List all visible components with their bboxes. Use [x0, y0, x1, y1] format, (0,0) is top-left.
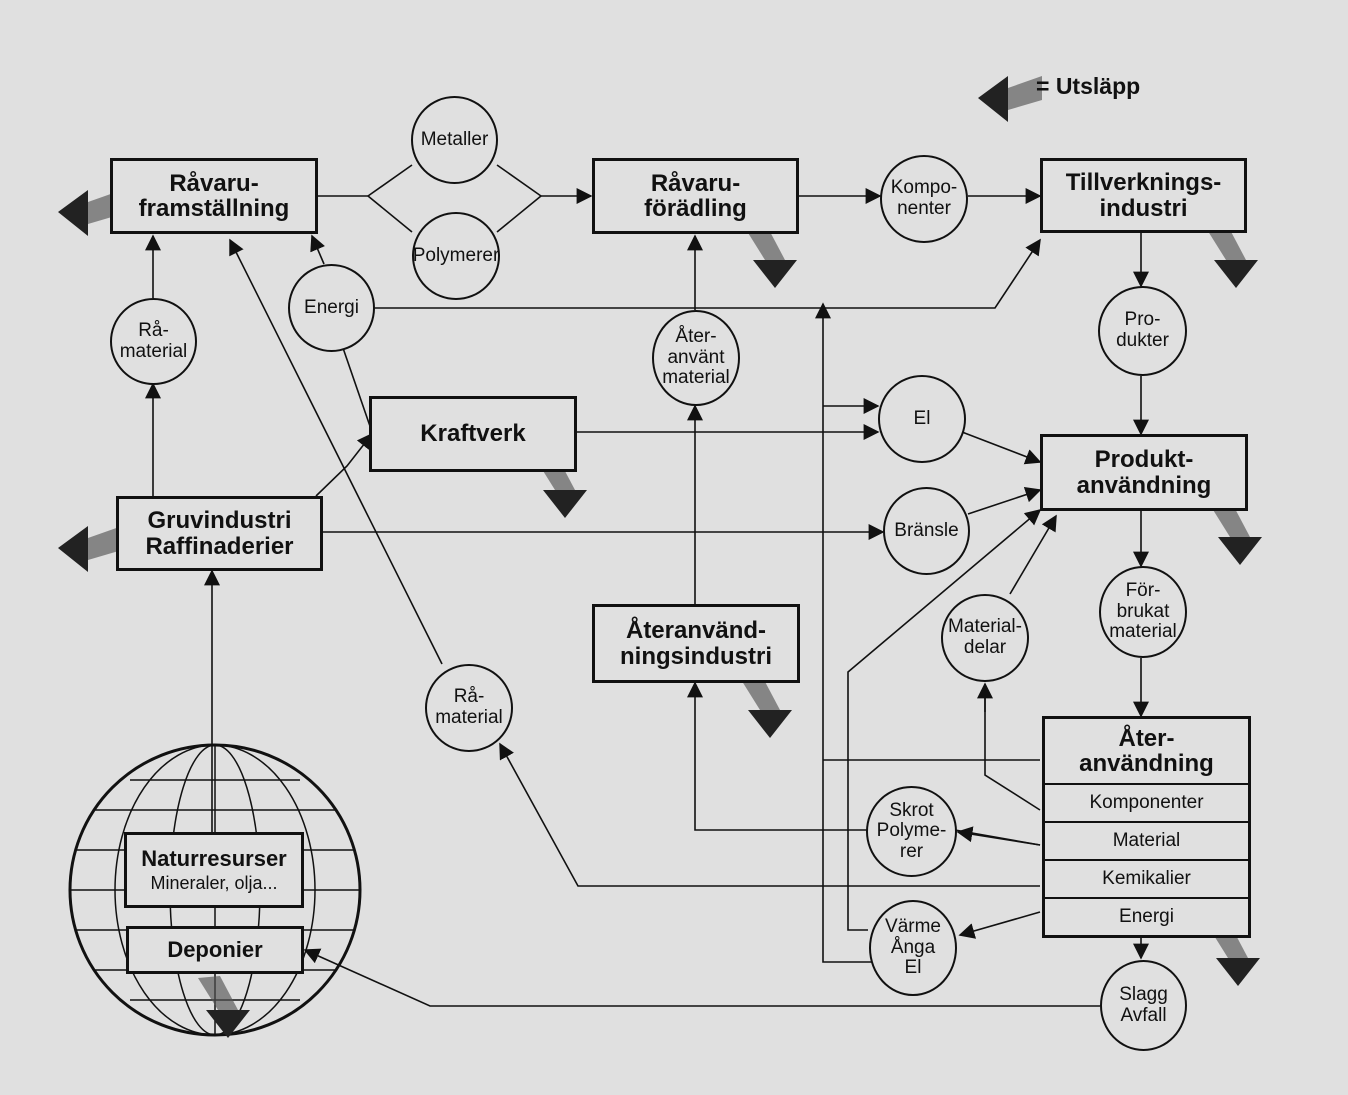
- circle-materialdelar-line: Material-: [948, 616, 1022, 638]
- circle-produkter-line: Pro-: [1124, 309, 1161, 331]
- box-tillverkningsindustri-line: industri: [1099, 194, 1188, 222]
- box-gruvindustri-line: Gruvindustri: [147, 507, 292, 535]
- box-tillverkningsindustri: Tillverknings-industri: [1040, 158, 1247, 233]
- emission-arrow-icon: [1206, 226, 1258, 288]
- circle-metaller: Metaller: [411, 96, 498, 184]
- circle-bransle: Bränsle: [883, 487, 970, 575]
- circle-polymerer-line: Polymerer: [412, 244, 500, 266]
- box-naturresurser: Naturresurser Mineraler, olja...: [124, 832, 304, 908]
- circle-ramaterial-bottom-line: material: [435, 707, 503, 728]
- circle-forbrukat-material-line: brukat: [1116, 600, 1170, 622]
- box-produktanvandning-line: Produkt-: [1094, 446, 1194, 474]
- connector-lines: [145, 164, 1149, 1007]
- circle-varme-anga-el-line: Ånga: [890, 936, 936, 958]
- ateranvandning-title-line: Åter-: [1118, 724, 1175, 752]
- circle-energi-line: Energi: [304, 296, 359, 318]
- box-ateranvandningsindustri-line: ningsindustri: [620, 642, 772, 670]
- box-ravaru-framstallning-line: Råvaru-: [169, 169, 259, 197]
- circle-slagg-avfall-line: Avfall: [1120, 1004, 1167, 1026]
- circle-forbrukat-material-line: material: [1109, 621, 1177, 643]
- circle-ateranvant-material-line: Åter-: [675, 326, 717, 348]
- box-produktanvandning-line: användning: [1076, 471, 1212, 499]
- circle-materialdelar-line: delar: [963, 637, 1007, 658]
- circle-polymerer: Polymerer: [412, 212, 500, 300]
- box-ravaru-foradling: Råvaru-förädling: [592, 158, 799, 234]
- ateranvandning-title-line: användning: [1079, 750, 1214, 777]
- circle-ramaterial-top: Rå-material: [110, 298, 197, 385]
- box-ateranvandningsindustri-line: Återanvänd-: [625, 617, 767, 645]
- circle-materialdelar: Material-delar: [941, 594, 1029, 682]
- circle-skrot-polymerer-line: Polyme-: [876, 820, 947, 842]
- emission-arrow-icon: [978, 76, 1042, 122]
- naturresurser-subtitle: Mineraler, olja...: [150, 873, 278, 894]
- circle-slagg-avfall-line: Slagg: [1119, 983, 1168, 1005]
- legend-label: = Utsläpp: [1036, 73, 1141, 99]
- circle-ramaterial-top-line: Rå-: [138, 319, 169, 341]
- circle-produkter-line: dukter: [1116, 330, 1169, 351]
- circle-ateranvant-material-line: material: [662, 367, 730, 389]
- circle-varme-anga-el-line: Värme: [885, 916, 941, 938]
- ateranvandning-row: Komponenter: [1045, 783, 1248, 821]
- circle-bransle-line: Bränsle: [894, 519, 959, 541]
- box-ateranvandningsindustri: Återanvänd-ningsindustri: [592, 604, 800, 683]
- circle-energi: Energi: [288, 264, 375, 352]
- circle-forbrukat-material-line: För-: [1125, 580, 1161, 602]
- emission-arrows: [58, 76, 1262, 1038]
- box-ravaru-foradling-line: förädling: [644, 195, 747, 222]
- box-ravaru-framstallning-line: framställning: [138, 195, 290, 222]
- box-kraftverk-line: Kraftverk: [420, 420, 526, 448]
- ateranvandning-row: Kemikalier: [1045, 859, 1248, 897]
- circle-varme-anga-el-line: El: [904, 957, 922, 979]
- circle-el-line: El: [913, 407, 931, 429]
- ateranvandning-row: Energi: [1045, 897, 1248, 935]
- circle-metaller-line: Metaller: [420, 128, 489, 150]
- box-ravaru-foradling-line: Råvaru-: [650, 169, 741, 197]
- box-deponier: Deponier: [126, 926, 304, 974]
- ateranvandning-title: Åter-användning: [1079, 719, 1214, 783]
- circle-ramaterial-bottom: Rå-material: [425, 664, 513, 752]
- circle-ramaterial-top-line: material: [119, 340, 188, 362]
- circle-skrot-polymerer-line: Skrot: [889, 799, 934, 821]
- emission-arrow-icon: [198, 976, 250, 1038]
- circle-skrot-polymerer-line: rer: [899, 840, 924, 862]
- box-produktanvandning: Produkt-användning: [1040, 434, 1248, 511]
- emission-arrow-icon: [740, 676, 792, 738]
- circle-komponenter-line: nenter: [897, 198, 951, 219]
- circle-ramaterial-bottom-line: Rå-: [453, 686, 485, 708]
- naturresurser-title: Naturresurser: [141, 846, 287, 871]
- circle-komponenter-line: Kompo-: [890, 177, 958, 199]
- ateranvandning-row: Material: [1045, 821, 1248, 859]
- circle-el: El: [878, 375, 966, 463]
- emission-arrow-icon: [1210, 503, 1262, 565]
- circle-produkter: Pro-dukter: [1098, 286, 1187, 376]
- box-tillverkningsindustri-line: Tillverknings-: [1065, 169, 1222, 197]
- box-kraftverk: Kraftverk: [369, 396, 577, 472]
- deponier-label: Deponier: [167, 937, 263, 963]
- emission-arrow-icon: [745, 226, 797, 288]
- box-gruvindustri-line: Raffinaderier: [145, 532, 294, 560]
- emission-arrow-icon: [58, 526, 122, 572]
- circle-komponenter: Kompo-nenter: [880, 155, 968, 243]
- circle-ateranvant-material-line: använt: [667, 346, 725, 368]
- box-ravaru-framstallning: Råvaru-framställning: [110, 158, 318, 234]
